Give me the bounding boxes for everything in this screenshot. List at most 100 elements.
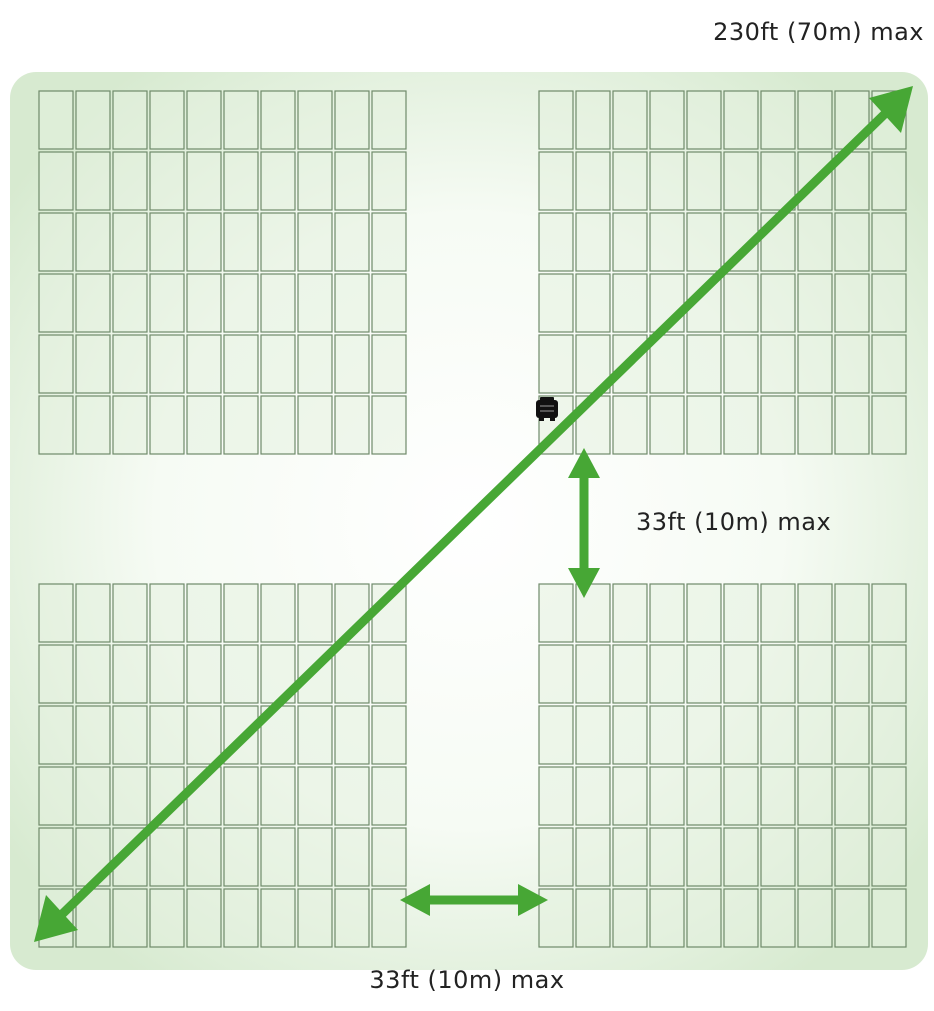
distance-arrows xyxy=(34,86,913,942)
solar-panel xyxy=(612,583,648,643)
solar-panel xyxy=(871,212,907,272)
solar-panel xyxy=(723,334,759,394)
solar-panel xyxy=(797,888,833,948)
solar-panel xyxy=(760,644,796,704)
row-gap-arrowhead-top xyxy=(568,448,600,478)
solar-panel xyxy=(223,644,259,704)
solar-panel xyxy=(834,766,870,826)
solar-panel xyxy=(371,644,407,704)
solar-panel xyxy=(371,90,407,150)
solar-panel xyxy=(834,395,870,455)
solar-panel xyxy=(649,705,685,765)
solar-panel xyxy=(371,212,407,272)
solar-panel xyxy=(723,273,759,333)
solar-panel xyxy=(186,151,222,211)
solar-panel xyxy=(723,644,759,704)
solar-panel xyxy=(686,827,722,887)
solar-panel xyxy=(75,334,111,394)
solar-panel xyxy=(723,151,759,211)
solar-panel xyxy=(575,273,611,333)
solar-panel xyxy=(760,395,796,455)
row-gap-label: 33ft (10m) max xyxy=(636,508,832,536)
solar-panel xyxy=(871,151,907,211)
solar-panel xyxy=(760,273,796,333)
solar-panel xyxy=(612,888,648,948)
solar-panel xyxy=(723,888,759,948)
solar-panel xyxy=(649,212,685,272)
solar-panel xyxy=(797,583,833,643)
solar-panel xyxy=(797,90,833,150)
solar-panel xyxy=(149,827,185,887)
solar-panel xyxy=(38,583,74,643)
column-gap-arrowhead-left xyxy=(400,884,430,916)
solar-panel xyxy=(797,395,833,455)
solar-panel xyxy=(834,827,870,887)
solar-panel xyxy=(112,705,148,765)
solar-panel xyxy=(760,90,796,150)
solar-panel xyxy=(871,644,907,704)
solar-panel xyxy=(186,273,222,333)
solar-panel xyxy=(38,151,74,211)
solar-panel xyxy=(686,583,722,643)
solar-panel xyxy=(686,90,722,150)
solar-panel xyxy=(260,766,296,826)
solar-panel xyxy=(612,766,648,826)
solar-panel xyxy=(186,90,222,150)
solar-panel xyxy=(149,705,185,765)
solar-panel xyxy=(649,827,685,887)
solar-panel xyxy=(760,334,796,394)
solar-panel xyxy=(575,644,611,704)
solar-panel xyxy=(871,827,907,887)
solar-panel xyxy=(538,766,574,826)
solar-panel xyxy=(260,583,296,643)
solar-panel xyxy=(371,395,407,455)
solar-panel xyxy=(834,583,870,643)
solar-panel xyxy=(760,766,796,826)
solar-panel xyxy=(686,766,722,826)
solar-panel xyxy=(797,827,833,887)
solar-panel xyxy=(649,334,685,394)
solar-panel xyxy=(612,644,648,704)
solar-panel xyxy=(112,888,148,948)
solar-panel xyxy=(223,766,259,826)
solar-panel xyxy=(334,334,370,394)
solar-panel xyxy=(260,827,296,887)
solar-panel xyxy=(297,273,333,333)
solar-panel xyxy=(834,212,870,272)
solar-panel xyxy=(723,395,759,455)
solar-panel xyxy=(75,644,111,704)
solar-panel xyxy=(186,827,222,887)
solar-panel xyxy=(297,705,333,765)
solar-panel xyxy=(575,766,611,826)
solar-panel xyxy=(112,644,148,704)
solar-panel xyxy=(575,888,611,948)
solar-panel xyxy=(686,705,722,765)
solar-panel xyxy=(871,888,907,948)
solar-panel xyxy=(686,151,722,211)
solar-panel xyxy=(723,766,759,826)
solar-panel xyxy=(75,273,111,333)
solar-panel xyxy=(797,273,833,333)
solar-panel xyxy=(371,334,407,394)
solar-panel xyxy=(75,395,111,455)
solar-panel xyxy=(871,273,907,333)
solar-panel xyxy=(723,90,759,150)
solar-panel xyxy=(75,90,111,150)
solar-panel xyxy=(612,395,648,455)
solar-panel xyxy=(834,888,870,948)
solar-panel xyxy=(723,705,759,765)
solar-panel xyxy=(760,151,796,211)
solar-panel xyxy=(371,827,407,887)
solar-panel xyxy=(686,212,722,272)
solar-panel xyxy=(223,827,259,887)
row-gap-arrowhead-bottom xyxy=(568,568,600,598)
solar-panel xyxy=(575,212,611,272)
solar-panel xyxy=(260,888,296,948)
solar-panel xyxy=(649,151,685,211)
solar-panel xyxy=(686,395,722,455)
solar-panel xyxy=(297,827,333,887)
solar-panel xyxy=(686,644,722,704)
diagonal-distance-arrow xyxy=(48,100,899,928)
solar-panel xyxy=(538,583,574,643)
